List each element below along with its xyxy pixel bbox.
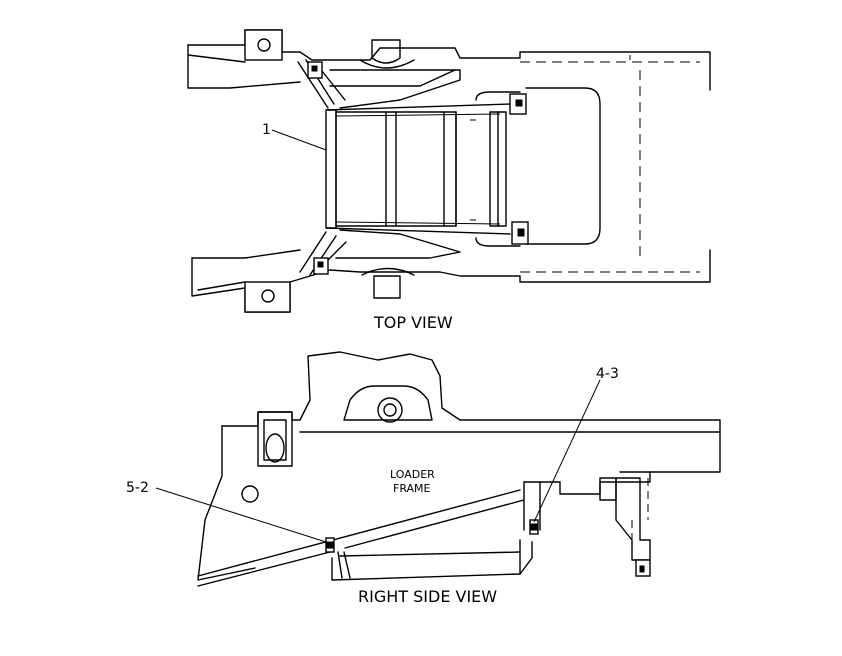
callout-4-3: 4-3 <box>596 366 619 382</box>
side-view-title: RIGHT SIDE VIEW <box>358 587 497 606</box>
callout-5-2: 5-2 <box>126 480 149 496</box>
top-view-title: TOP VIEW <box>373 313 453 332</box>
loader-frame-label-line2: FRAME <box>393 482 431 495</box>
loader-frame-label-line1: LOADER <box>390 468 435 481</box>
top-view-drawing <box>187 29 711 313</box>
callout-1: 1 <box>262 122 271 138</box>
right-side-view-drawing <box>155 351 721 587</box>
